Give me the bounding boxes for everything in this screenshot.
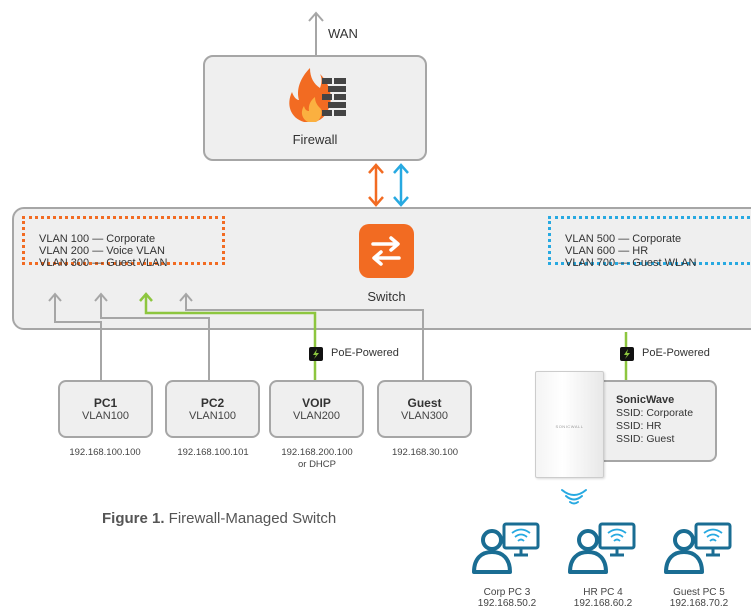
firewall-box: Firewall <box>203 55 427 161</box>
pc1-ip: 192.168.100.100 <box>69 447 141 458</box>
poe-badge-sonicwave <box>620 347 634 361</box>
device-pc2: PC2 VLAN100 <box>165 380 260 438</box>
guest-link <box>185 294 424 380</box>
client-hr-pc-icon <box>568 522 636 574</box>
wifi-signal-icon <box>561 489 587 505</box>
voip-link <box>144 294 317 380</box>
client-name: Guest PC 5 <box>673 587 725 598</box>
ssid-corporate: SSID: Corporate <box>616 407 694 419</box>
ap-brand: SONICWALL <box>555 424 584 429</box>
device-voip: VOIP VLAN200 <box>269 380 364 438</box>
client-corp-pc-icon <box>472 522 540 574</box>
device-name: PC2 <box>200 396 225 410</box>
firewall-label: Firewall <box>292 132 338 147</box>
client-hr-pc: HR PC 4 192.168.60.2 <box>558 587 648 609</box>
voip-ip-alt: or DHCP <box>297 459 336 470</box>
device-vlan: VLAN100 <box>188 410 237 422</box>
switch-label: Switch <box>367 289 406 304</box>
figure-caption: Figure 1. Firewall-Managed Switch <box>102 510 336 527</box>
client-guest-pc-icon <box>664 522 732 574</box>
client-name: Corp PC 3 <box>483 587 531 598</box>
wireless-clients-icons <box>472 522 732 574</box>
device-name: Guest <box>407 396 442 410</box>
client-ip: 192.168.60.2 <box>573 598 633 609</box>
switch-arrows-icon <box>371 236 401 266</box>
wan-label: WAN <box>328 26 358 41</box>
client-guest-pc: Guest PC 5 192.168.70.2 <box>654 587 744 609</box>
figure-number: Figure 1. <box>102 510 165 527</box>
ssid-hr: SSID: HR <box>616 420 662 432</box>
poe-badge-voip <box>309 347 323 361</box>
poe-label-voip: PoE-Powered <box>331 347 399 359</box>
pc2-link <box>100 294 210 380</box>
device-vlan: VLAN100 <box>81 410 130 422</box>
wireless-vlan-group: VLAN 500 — Corporate VLAN 600 — HR VLAN … <box>548 216 751 269</box>
firewall-icon <box>289 68 346 122</box>
vlan-300-label: VLAN 300 — Guest VLAN <box>39 257 168 269</box>
vlan-500-label: VLAN 500 — Corporate <box>565 233 682 245</box>
vlan-200-label: VLAN 200 — Voice VLAN <box>39 245 165 257</box>
orange-uplink-arrow <box>368 163 384 207</box>
voip-ip: 192.168.200.100 <box>281 447 353 458</box>
guest-ip: 192.168.30.100 <box>391 447 459 458</box>
sonicwave-name: SonicWave <box>616 394 675 406</box>
switch-icon <box>359 224 414 278</box>
lightning-icon <box>624 349 630 359</box>
device-name: PC1 <box>93 396 118 410</box>
vlan-600-label: VLAN 600 — HR <box>565 245 649 257</box>
wan-arrow <box>308 11 324 55</box>
vlan-700-label: VLAN 700 — Guest WLAN <box>565 257 697 269</box>
device-pc1: PC1 VLAN100 <box>58 380 153 438</box>
client-corp-pc: Corp PC 3 192.168.50.2 <box>462 587 552 609</box>
device-guest: Guest VLAN300 <box>377 380 472 438</box>
device-vlan: VLAN200 <box>292 410 341 422</box>
client-ip: 192.168.70.2 <box>669 598 729 609</box>
device-vlan: VLAN300 <box>400 410 449 422</box>
vlan-100-label: VLAN 100 — Corporate <box>39 233 156 245</box>
client-name: HR PC 4 <box>583 587 623 598</box>
lightning-icon <box>313 349 319 359</box>
device-name: VOIP <box>302 396 331 410</box>
wired-vlan-group: VLAN 100 — Corporate VLAN 200 — Voice VL… <box>22 216 225 269</box>
figure-title: Firewall-Managed Switch <box>164 510 337 527</box>
client-ip: 192.168.50.2 <box>477 598 537 609</box>
pc1-link <box>54 294 102 380</box>
blue-uplink-arrow <box>393 163 409 207</box>
access-point-device: SONICWALL <box>535 371 604 478</box>
pc2-ip: 192.168.100.101 <box>177 447 249 458</box>
poe-label-sonicwave: PoE-Powered <box>642 347 710 359</box>
ssid-guest: SSID: Guest <box>616 433 675 445</box>
